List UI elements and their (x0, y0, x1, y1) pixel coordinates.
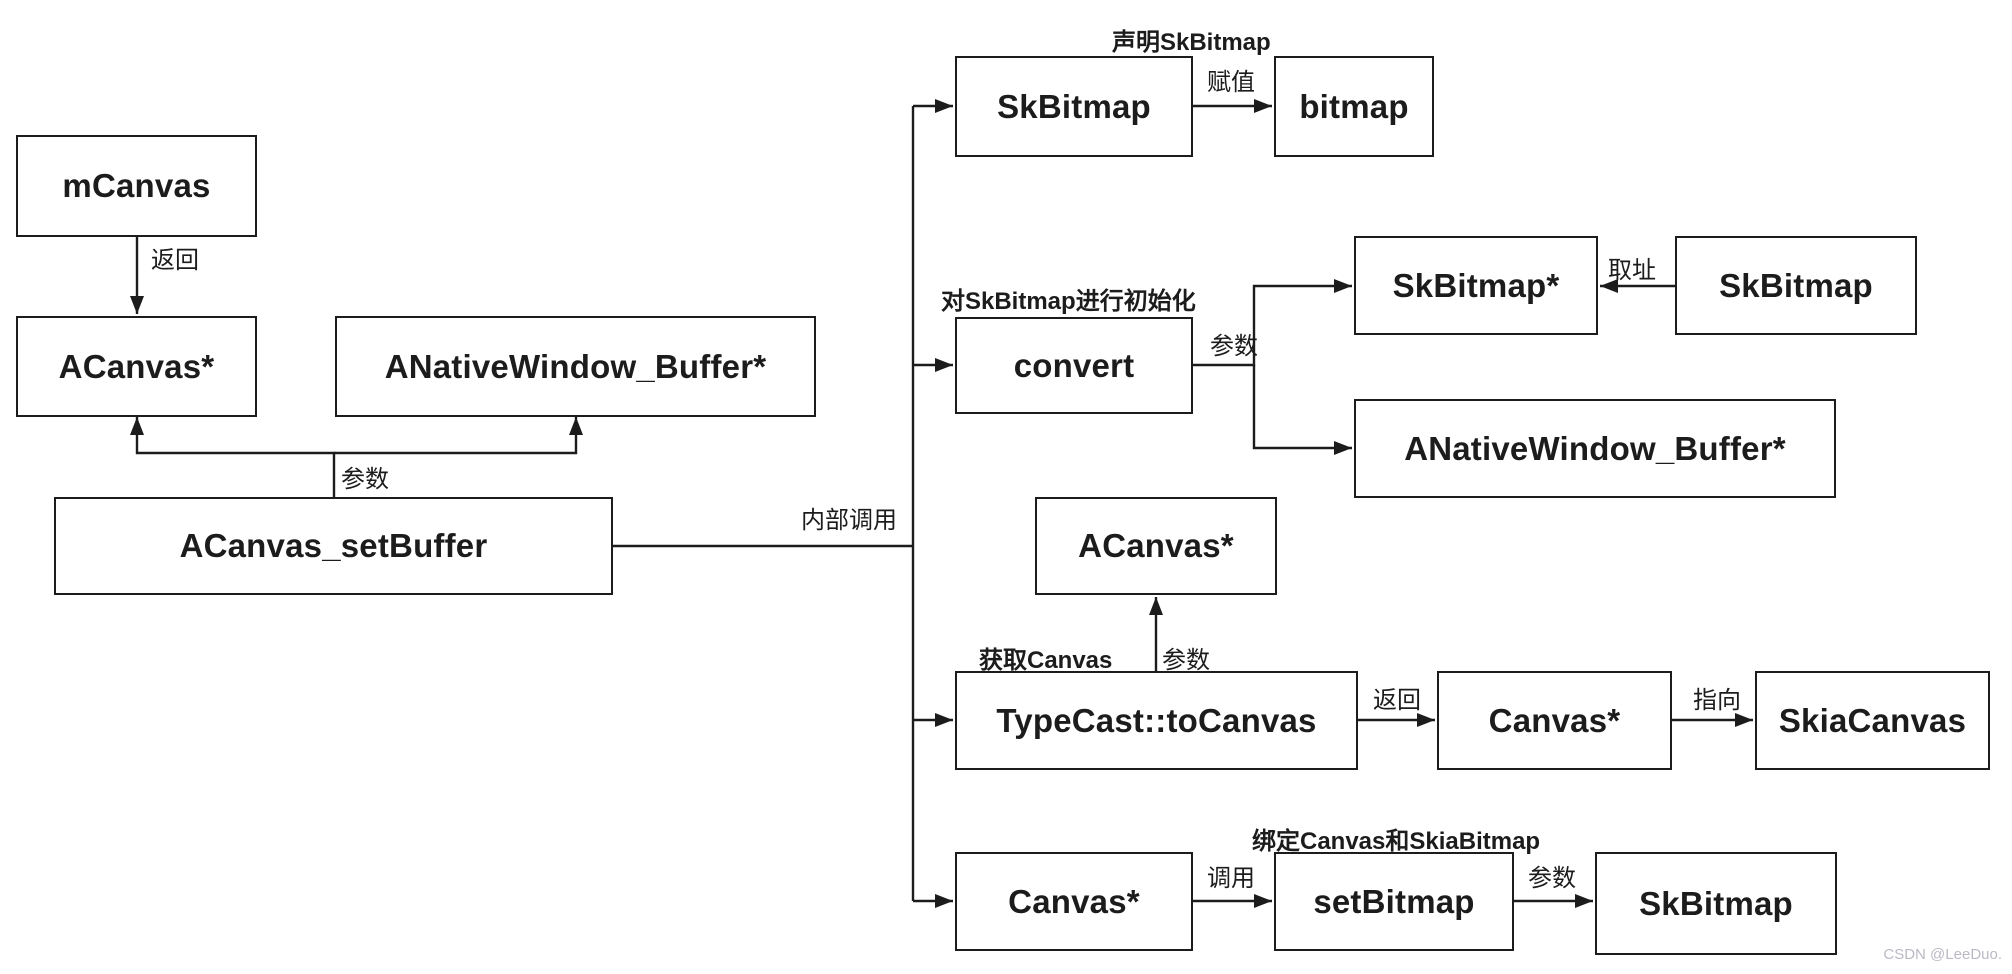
node-label: SkBitmap (1639, 884, 1793, 922)
edge-label-point-to: 指向 (1693, 687, 1741, 714)
node-canvas-ptr-bottom: Canvas* (955, 852, 1193, 951)
node-skbitmap-top: SkBitmap (955, 56, 1193, 157)
node-typecast-tocanvas: TypeCast::toCanvas (955, 671, 1358, 770)
node-label: Canvas* (1008, 882, 1140, 920)
node-convert: convert (955, 317, 1193, 414)
arrow-convert-to-anativewindow (1252, 365, 1352, 455)
arrow-setbuffer-to-anativewindow-param (334, 417, 583, 455)
section-label-bind-canvas: 绑定Canvas和SkiaBitmap (1252, 828, 1541, 855)
edge-label-param-convert: 参数 (1210, 333, 1258, 360)
node-label: ACanvas* (58, 347, 215, 385)
edge-label-assign-bitmap: 赋值 (1207, 69, 1255, 96)
edge-label-param-skbitmap: 参数 (1528, 865, 1576, 892)
arrow-setbuffer-to-acanvas-param (130, 417, 336, 497)
node-label: ANativeWindow_Buffer* (1404, 429, 1786, 467)
node-label: Canvas* (1488, 701, 1621, 739)
node-canvas-ptr-mid: Canvas* (1437, 671, 1672, 770)
edge-label-take-address: 取址 (1608, 257, 1656, 284)
node-label: TypeCast::toCanvas (996, 701, 1317, 739)
node-anativewindow-right: ANativeWindow_Buffer* (1354, 399, 1836, 498)
node-acanvas-ptr-left: ACanvas* (16, 316, 257, 417)
node-skbitmap-ptr: SkBitmap* (1354, 236, 1598, 335)
node-label: ANativeWindow_Buffer* (384, 347, 767, 385)
edge-label-call-setbitmap: 调用 (1207, 865, 1255, 892)
node-bitmap: bitmap (1274, 56, 1434, 157)
node-mcanvas: mCanvas (16, 135, 257, 237)
node-skbitmap-right: SkBitmap (1675, 236, 1917, 335)
node-setbitmap: setBitmap (1274, 852, 1514, 951)
section-label-init-skbitmap: 对SkBitmap进行初始化 (941, 288, 1196, 315)
node-acanvas-ptr-mid: ACanvas* (1035, 497, 1277, 595)
node-label: ACanvas* (1078, 527, 1234, 564)
edge-label-return-mcanvas: 返回 (151, 247, 199, 274)
watermark: CSDN @LeeDuo. (1883, 946, 2002, 963)
node-label: ACanvas_setBuffer (179, 527, 488, 564)
node-acanvas-setbuffer: ACanvas_setBuffer (54, 497, 613, 595)
edge-label-param-setbuffer: 参数 (341, 466, 389, 493)
node-skiacanvas: SkiaCanvas (1755, 671, 1990, 770)
node-label: convert (1013, 346, 1135, 384)
node-label: mCanvas (62, 167, 211, 204)
node-label: SkBitmap* (1392, 266, 1560, 304)
node-label: setBitmap (1313, 882, 1475, 920)
node-label: SkBitmap (997, 87, 1151, 125)
arrow-convert-to-skbitmap-ptr (1193, 279, 1352, 367)
edge-label-internal-call: 内部调用 (801, 507, 897, 534)
node-anativewindow-left: ANativeWindow_Buffer* (335, 316, 816, 417)
node-label: SkBitmap (1719, 266, 1873, 304)
section-label-get-canvas: 获取Canvas (979, 647, 1113, 674)
edge-label-return-typecast: 返回 (1373, 687, 1421, 714)
section-label-declare-skbitmap: 声明SkBitmap (1112, 29, 1271, 56)
node-label: bitmap (1299, 87, 1409, 125)
node-skbitmap-bottom: SkBitmap (1595, 852, 1837, 955)
edge-label-param-typecast: 参数 (1162, 647, 1210, 674)
node-label: SkiaCanvas (1778, 701, 1967, 739)
